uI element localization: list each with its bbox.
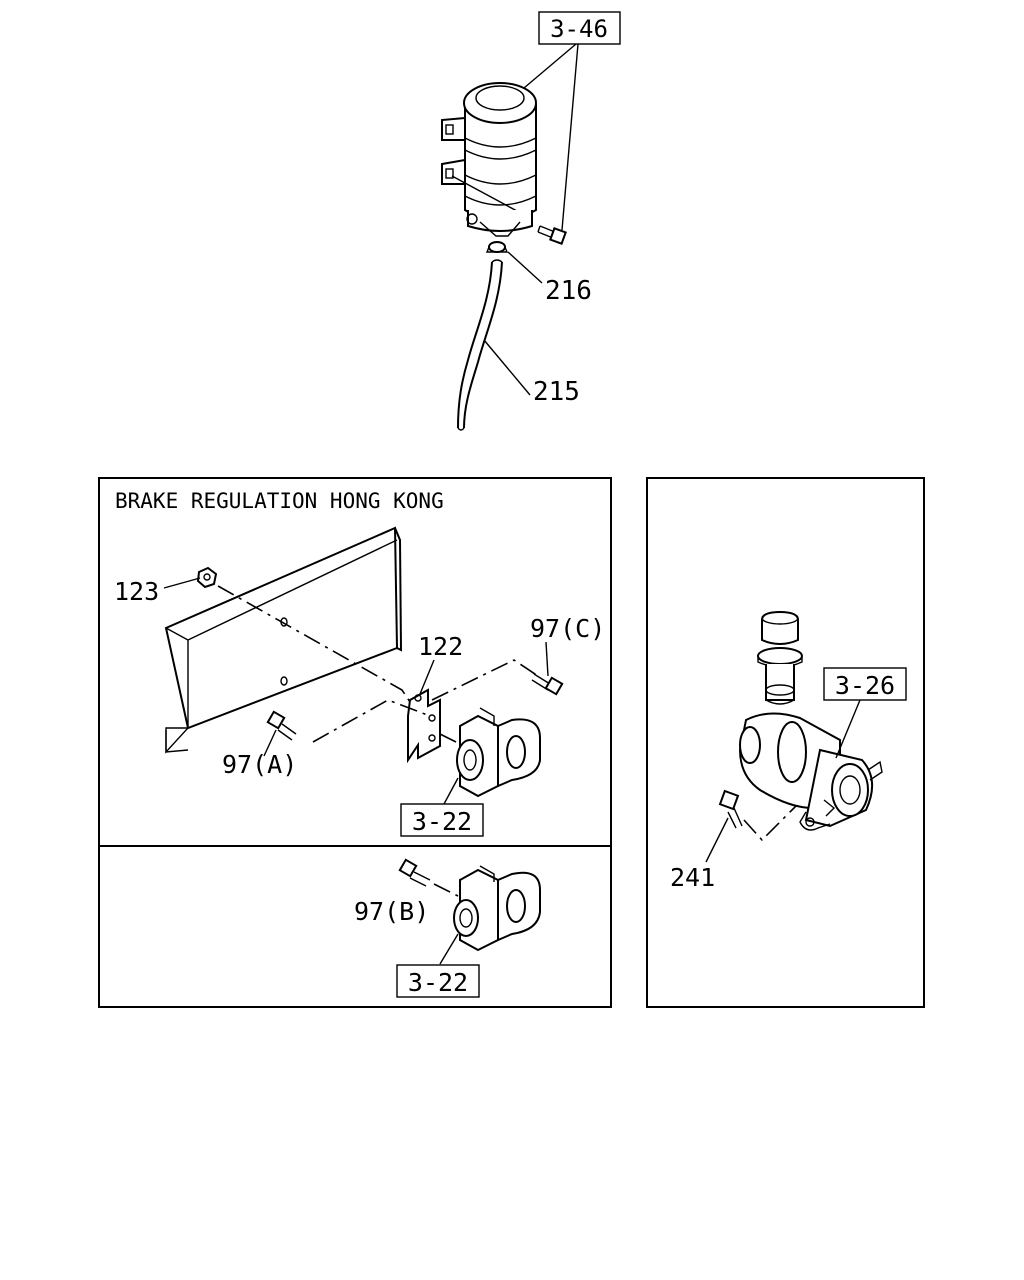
panel-title: BRAKE REGULATION HONG KONG <box>115 489 444 513</box>
ref-label-3-26: 3-26 <box>835 671 895 700</box>
part-label-215[interactable]: 215 <box>533 377 580 407</box>
valve-upper <box>456 707 541 798</box>
panel-right: 3-26 241 <box>646 477 925 1008</box>
bolt-97a <box>266 710 297 741</box>
part-label-216[interactable]: 216 <box>545 276 592 306</box>
brake-valve-assembly <box>738 610 883 831</box>
nut-123 <box>196 566 218 589</box>
frame-rail <box>164 526 403 754</box>
ref-box-3-46[interactable]: 3-46 <box>538 11 621 45</box>
part-label-97a[interactable]: 97(A) <box>222 750 297 779</box>
ref-label-3-46: 3-46 <box>550 15 608 43</box>
ref-box-3-22-bottom[interactable]: 3-22 <box>396 964 480 998</box>
leaders-top <box>483 43 579 396</box>
part-label-97b[interactable]: 97(B) <box>354 897 429 926</box>
bolt-241 <box>718 789 743 829</box>
panel-brake-regulation: BRAKE REGULATION HONG KONG <box>98 477 612 1008</box>
bracket-122 <box>407 688 441 764</box>
part-label-122[interactable]: 122 <box>418 632 463 661</box>
ref-box-3-26[interactable]: 3-26 <box>823 667 907 701</box>
ref-label-3-22-bottom: 3-22 <box>408 968 468 997</box>
part-label-123[interactable]: 123 <box>114 577 159 606</box>
bolt-97b <box>398 858 431 887</box>
ref-label-3-22-top: 3-22 <box>412 807 472 836</box>
air-filter-assembly <box>441 82 567 431</box>
part-label-97c[interactable]: 97(C) <box>530 614 605 643</box>
part-label-241[interactable]: 241 <box>670 863 715 892</box>
ref-box-3-22-top[interactable]: 3-22 <box>400 803 484 837</box>
bolt-97c <box>531 673 564 696</box>
valve-lower <box>453 865 541 952</box>
